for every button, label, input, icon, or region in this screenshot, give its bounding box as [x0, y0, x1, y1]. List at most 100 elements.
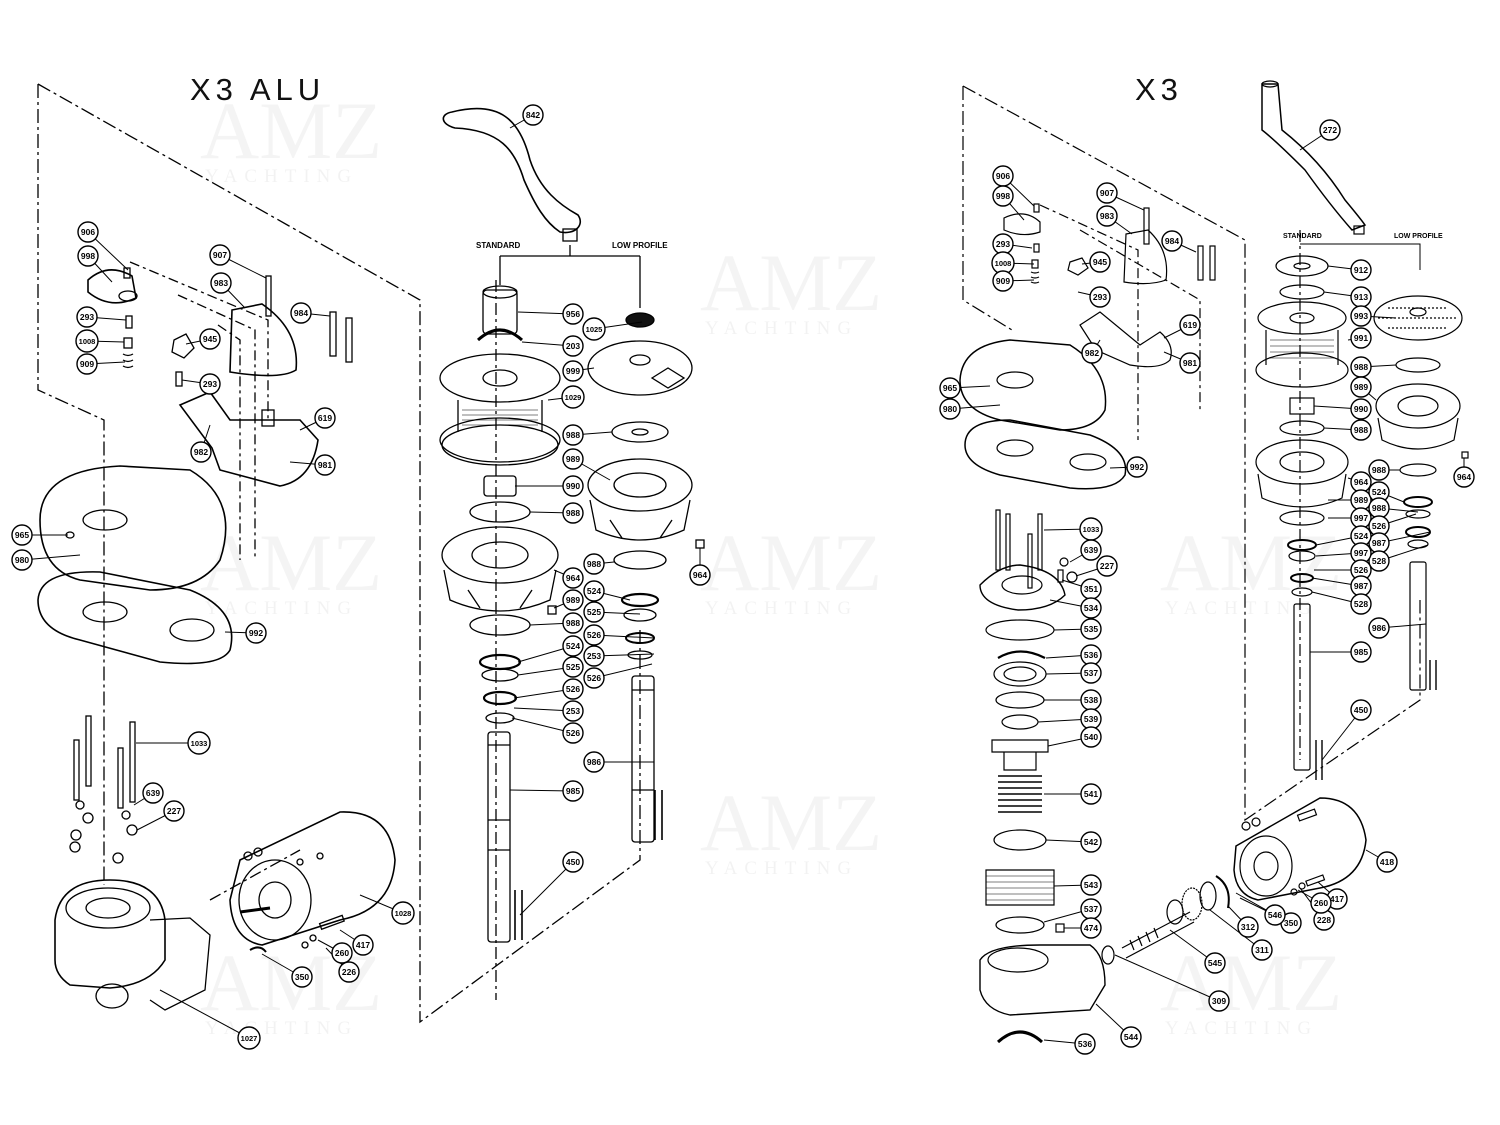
callout-bubble [1350, 376, 1372, 398]
callout-label: 982 [194, 447, 208, 457]
callout-label: 525 [566, 662, 580, 672]
callout-label: 991 [1354, 333, 1368, 343]
callout-label: 546 [1268, 910, 1282, 920]
clip [476, 328, 524, 342]
callout-label: 417 [1330, 894, 1344, 904]
callout-label: 984 [1165, 236, 1179, 246]
callout-bubble [1074, 1033, 1096, 1055]
callout-bubble [583, 553, 605, 575]
callout-bubble [583, 624, 605, 646]
callout-label: 309 [1212, 996, 1226, 1006]
callout-label: 909 [80, 359, 94, 369]
callout-bubble [1161, 230, 1183, 252]
assembly-line [217, 324, 241, 560]
shaft [1293, 603, 1311, 771]
assembly-line [209, 849, 301, 901]
callout-bubble [1126, 456, 1148, 478]
top-cover [1373, 295, 1463, 341]
callout-bubble [562, 475, 584, 497]
shaft [487, 731, 511, 943]
callout-bubble [1080, 783, 1102, 805]
callout-bubble [1350, 593, 1372, 615]
callout-bubble [1350, 259, 1372, 281]
bracket [1079, 311, 1172, 368]
callout-bubble [562, 335, 584, 357]
callout-bubble [992, 270, 1014, 292]
callout-label: 989 [1354, 382, 1368, 392]
stud [73, 739, 80, 801]
callout-label: 988 [566, 618, 580, 628]
callout-bubble [1080, 917, 1102, 939]
callout-label: 536 [1084, 650, 1098, 660]
housing [991, 739, 1049, 771]
callout-bubble [562, 360, 584, 382]
callout-bubble [1179, 314, 1201, 336]
callout-bubble [245, 622, 267, 644]
callout-label: 986 [1372, 623, 1386, 633]
callout-bubble [1350, 398, 1372, 420]
callout-bubble [1096, 182, 1118, 204]
spacer [1289, 397, 1315, 415]
callout-bubble [562, 700, 584, 722]
callout-bubble [992, 185, 1014, 207]
callout-bubble [1080, 874, 1102, 896]
callout-bubble [1089, 251, 1111, 273]
callout-bubble [1080, 539, 1102, 561]
callout-bubble [562, 424, 584, 446]
callout-label: 203 [566, 341, 580, 351]
assembly-line [962, 85, 1421, 822]
callout-label: 945 [203, 334, 217, 344]
callout-label: 542 [1084, 837, 1098, 847]
gearbox [54, 879, 166, 989]
x3-alu-drawing [37, 83, 705, 1024]
caption-low-profile: LOW PROFILE [1394, 233, 1443, 240]
callout-bubble [1089, 286, 1111, 308]
top-plate [959, 339, 1107, 431]
callout-bubble [210, 272, 232, 294]
watermark-subtitle: YACHTING [205, 598, 358, 619]
washer [469, 614, 531, 636]
callout-bubble [583, 645, 605, 667]
callout-bubble [1368, 550, 1390, 572]
nut [1067, 257, 1089, 276]
callout-bubble [562, 678, 584, 700]
watermark-subtitle: YACHTING [1165, 1018, 1318, 1039]
gearbox [979, 944, 1106, 1016]
callout-bubble [1179, 352, 1201, 374]
callout-bubble [1368, 459, 1390, 481]
top-cover [587, 340, 693, 396]
stopper-arm [87, 269, 137, 304]
title-x3: X3 [1135, 72, 1183, 107]
callout-bubble [163, 800, 185, 822]
callout-bubble [1096, 555, 1118, 577]
callout-bubble [11, 549, 33, 571]
callout-label: 293 [1093, 292, 1107, 302]
callout-bubble [199, 328, 221, 350]
assembly-line [177, 294, 256, 560]
callout-label: 992 [249, 628, 263, 638]
callout-bubble [291, 966, 313, 988]
callout-label: 1033 [191, 739, 208, 748]
callout-label: 964 [1354, 477, 1368, 487]
callout-label: 1027 [241, 1034, 258, 1043]
winch-handle [442, 107, 582, 234]
callout-bubble [1350, 305, 1372, 327]
callout-label: 639 [1084, 545, 1098, 555]
callout-bubble [314, 454, 336, 476]
callout-bubble [11, 524, 33, 546]
callout-label: 534 [1084, 603, 1098, 613]
leader-line [1114, 954, 1220, 1002]
callout-bubble [562, 722, 584, 744]
callout-label: 989 [566, 454, 580, 464]
key [514, 790, 663, 940]
callout-label: 351 [1084, 584, 1098, 594]
callout-label: 983 [1100, 211, 1114, 221]
callout-label: 1025 [586, 325, 603, 334]
key [1315, 660, 1437, 780]
callout-label: 253 [587, 651, 601, 661]
x3-drawing [959, 80, 1469, 1044]
callout-label: 981 [1183, 358, 1197, 368]
assembly-line [37, 84, 105, 885]
callout-label: 537 [1084, 668, 1098, 678]
callout-bubble [391, 901, 415, 925]
